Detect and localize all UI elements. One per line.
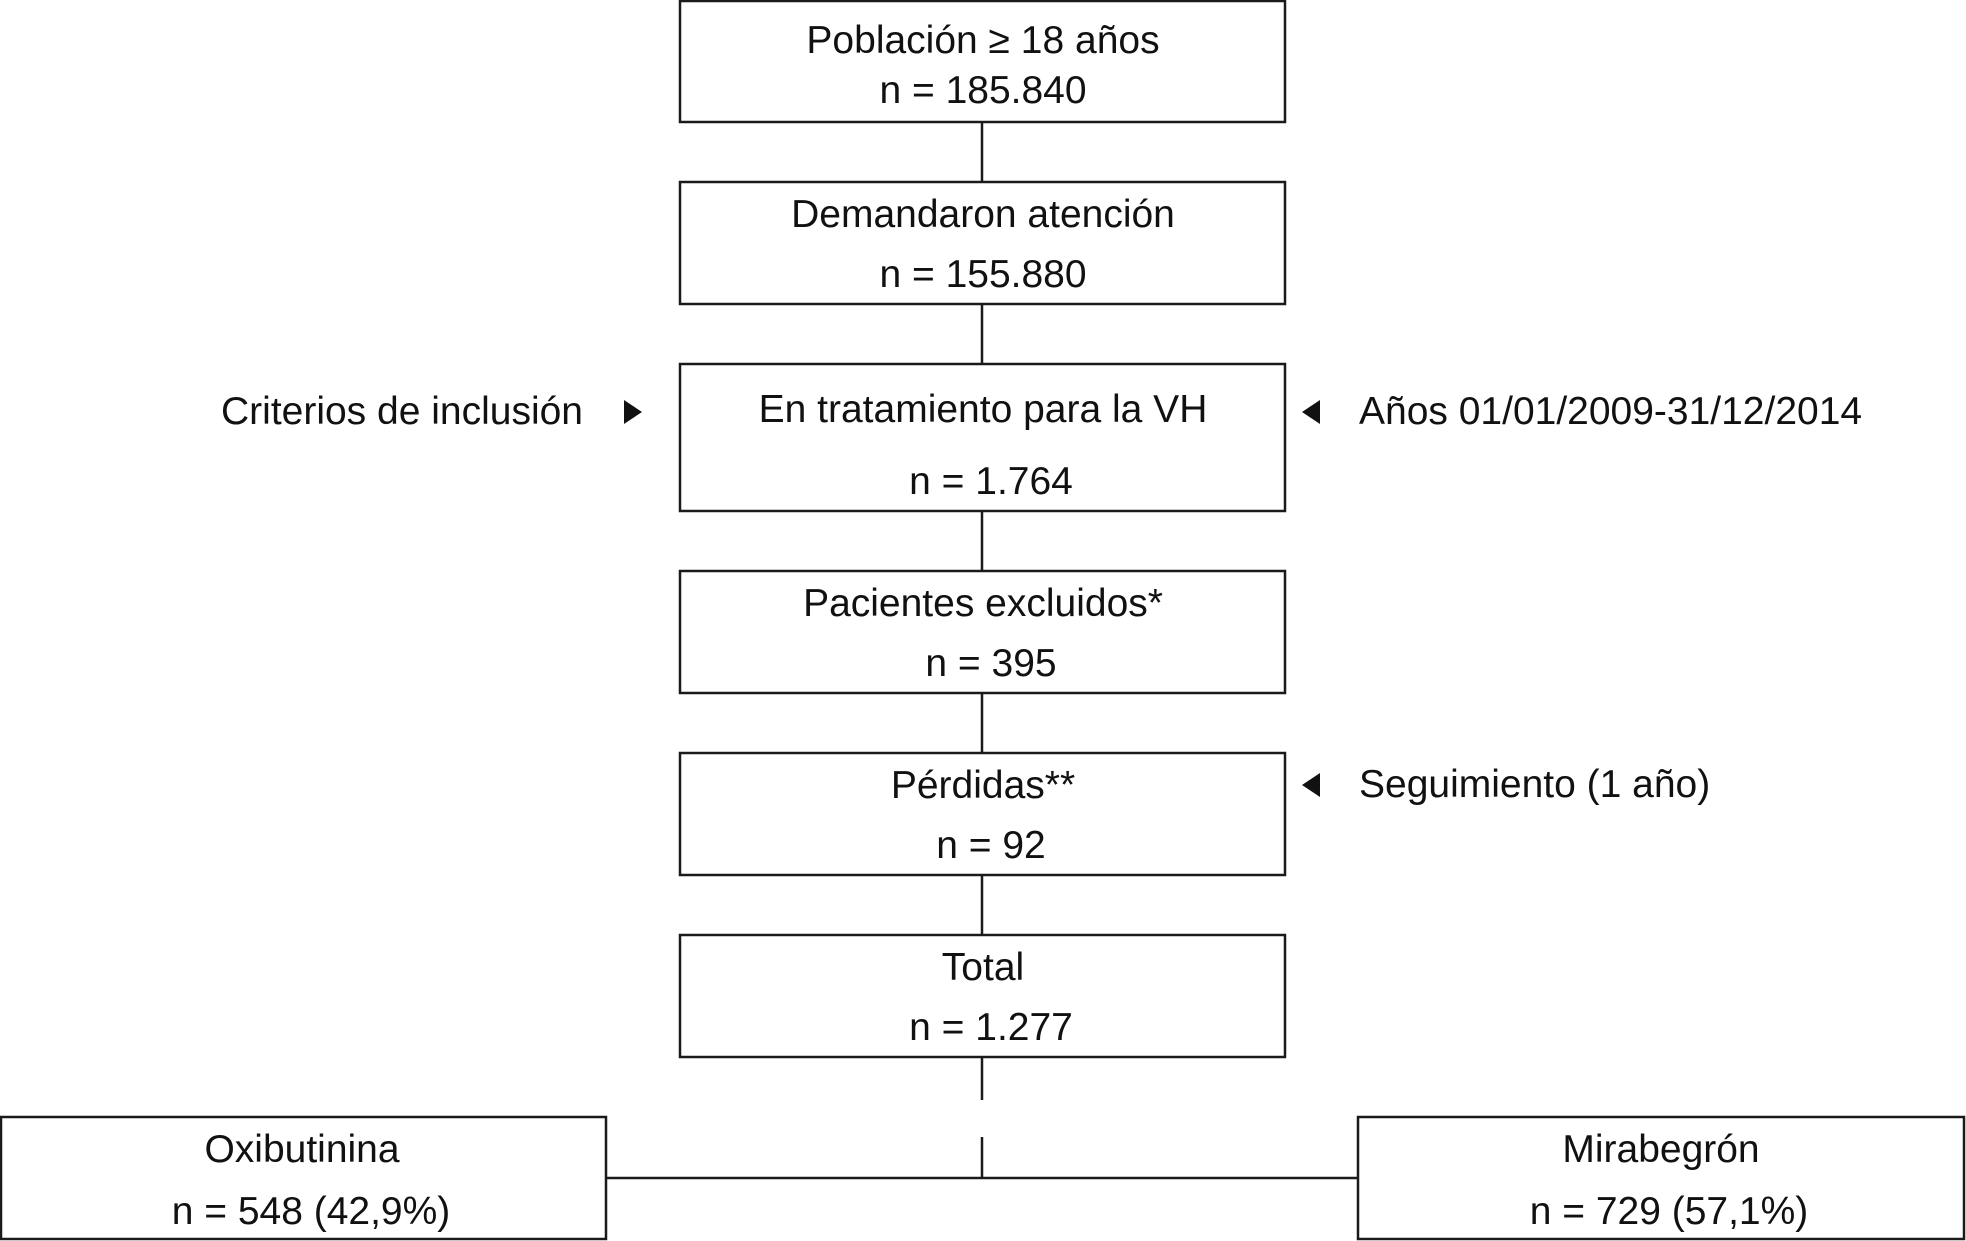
box-total-title: Total <box>942 946 1024 989</box>
box-mirabegron-title: Mirabegrón <box>1562 1128 1759 1171</box>
box-demanda-title: Demandaron atención <box>791 193 1175 236</box>
box-poblacion-title: Población ≥ 18 años <box>806 19 1159 62</box>
box-oxibutinina-n: n = 548 (42,9%) <box>172 1190 451 1233</box>
box-excluidos-title: Pacientes excluidos* <box>803 582 1163 625</box>
box-demanda-n: n = 155.880 <box>879 253 1086 296</box>
arrow-left-icon <box>1302 400 1320 424</box>
box-mirabegron-n: n = 729 (57,1%) <box>1530 1190 1809 1233</box>
box-total-n: n = 1.277 <box>909 1006 1073 1049</box>
box-mirabegron: Mirabegrón n = 729 (57,1%) <box>1356 1115 1966 1241</box>
box-excluidos: Pacientes excluidos* n = 395 <box>678 569 1287 695</box>
note-seguimiento: Seguimiento (1 año) <box>1359 763 1710 806</box>
arrow-right-icon <box>624 400 642 424</box>
box-perdidas-title: Pérdidas** <box>891 764 1075 807</box>
arrow-left-icon <box>1302 773 1320 797</box>
box-tratamiento-n: n = 1.764 <box>909 460 1073 503</box>
box-poblacion: Población ≥ 18 años n = 185.840 <box>678 0 1287 124</box>
note-criterios-inclusion: Criterios de inclusión <box>221 390 583 433</box>
box-total: Total n = 1.277 <box>678 933 1287 1059</box>
box-tratamiento-title: En tratamiento para la VH <box>759 388 1208 431</box>
box-perdidas: Pérdidas** n = 92 <box>678 751 1287 877</box>
box-excluidos-n: n = 395 <box>925 642 1056 685</box>
box-oxibutinina-title: Oxibutinina <box>204 1128 399 1171</box>
note-anos-periodo: Años 01/01/2009-31/12/2014 <box>1359 390 1862 433</box>
box-poblacion-n: n = 185.840 <box>879 69 1086 112</box>
box-perdidas-n: n = 92 <box>936 824 1046 867</box>
box-tratamiento: En tratamiento para la VH n = 1.764 <box>678 362 1287 513</box>
box-demanda: Demandaron atención n = 155.880 <box>678 180 1287 306</box>
box-oxibutinina: Oxibutinina n = 548 (42,9%) <box>0 1115 608 1241</box>
